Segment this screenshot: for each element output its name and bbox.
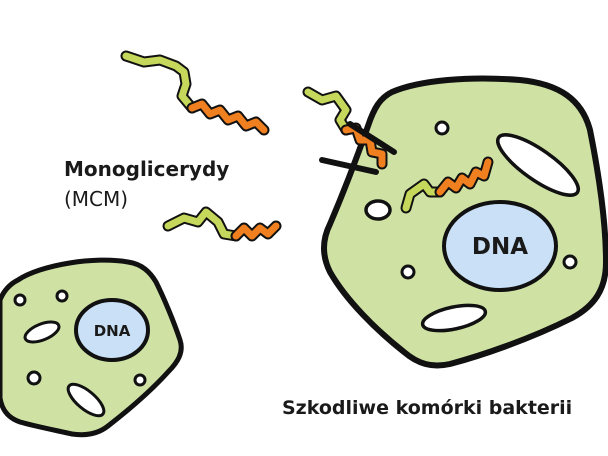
membrane-pore-icon [319,121,397,175]
large-bacterial-cell: DNA [321,75,608,369]
small-vacuole [66,382,106,418]
large-vacuole [434,120,450,136]
small-vacuole [133,373,147,387]
mcm-label: Monoglicerydy [64,157,229,181]
large-vacuole [364,199,392,221]
large-vacuole [400,264,416,280]
small-vacuole [23,320,61,344]
monoglyceride-molecule-icon [400,156,494,214]
caption: Szkodliwe komórki bakterii [282,397,572,419]
monoglyceride-molecule-icon [120,50,270,136]
large-vacuole [420,303,488,333]
small-cell-dna-label: DNA [94,322,131,340]
large-vacuole [496,133,580,197]
small-vacuole [55,289,69,303]
mcm-abbreviation: (MCM) [64,187,128,211]
large-vacuole [562,254,578,270]
small-vacuole [13,293,27,307]
monoglyceride-molecule-icon [162,206,282,242]
large-cell-nucleus [442,200,558,292]
small-bacterial-cell: DNA [0,257,184,438]
small-vacuole [26,370,42,386]
large-cell-dna-label: DNA [472,234,528,260]
small-cell-nucleus [74,298,150,362]
